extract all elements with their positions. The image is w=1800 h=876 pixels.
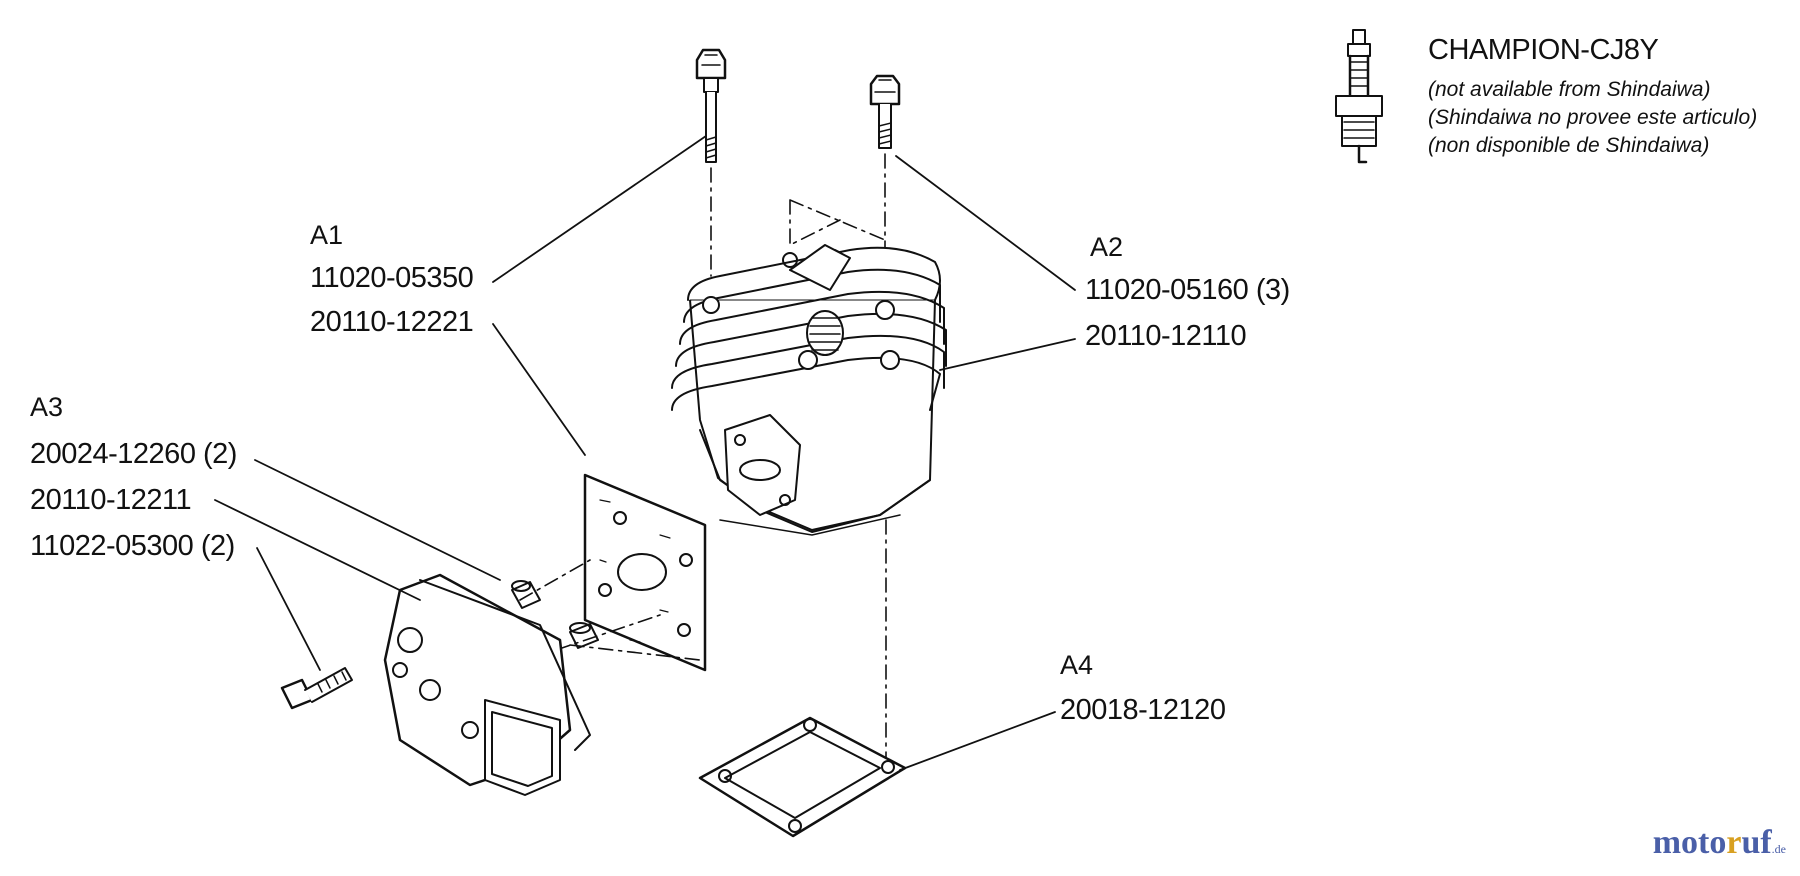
callout-a3-label: A3 xyxy=(30,392,64,422)
part-number-a3-pin: 20024-12260 (2) xyxy=(30,438,237,470)
gasket-icon xyxy=(698,716,907,838)
spark-plug-note-fr: (non disponible de Shindaiwa) xyxy=(1428,134,1710,157)
watermark-logo: motoruf.de xyxy=(1653,824,1786,862)
bolt-icon xyxy=(280,667,353,710)
cylinder-icon xyxy=(671,199,947,536)
spark-plug-note-en: (not available from Shindaiwa) xyxy=(1428,78,1711,101)
bolt-icon xyxy=(695,48,727,163)
bolt-icon xyxy=(869,74,901,149)
callout-a2-label: A2 xyxy=(1090,232,1124,262)
part-number-a2-bolt: 11020-05160 (3) xyxy=(1085,274,1290,306)
part-number-a1-gasket: 20110-12221 xyxy=(310,306,474,338)
spark-plug-note-es: (Shindaiwa no provee este articulo) xyxy=(1428,106,1758,129)
part-number-a4-gasket: 20018-12120 xyxy=(1060,694,1226,726)
watermark-part-2: r xyxy=(1726,824,1742,861)
callout-a1-label: A1 xyxy=(310,220,344,250)
watermark-tld: .de xyxy=(1771,842,1786,856)
intake-flange-icon xyxy=(383,573,591,796)
spark-plug-icon xyxy=(1335,29,1383,164)
leader-lines xyxy=(214,135,1076,771)
watermark-part-1: moto xyxy=(1652,824,1727,861)
spark-plug-name: CHAMPION-CJ8Y xyxy=(1428,34,1659,66)
part-number-a2-cylinder: 20110-12110 xyxy=(1085,320,1247,352)
part-number-a3-bolt: 11022-05300 (2) xyxy=(30,530,235,562)
part-number-a3-flange: 20110-12211 xyxy=(30,484,192,516)
part-number-a1-bolt: 11020-05350 xyxy=(310,262,474,294)
gasket-icon xyxy=(583,473,707,672)
watermark-part-3: uf xyxy=(1741,824,1772,861)
dowel-pin-icon xyxy=(511,580,599,649)
callout-a4-label: A4 xyxy=(1060,650,1094,680)
